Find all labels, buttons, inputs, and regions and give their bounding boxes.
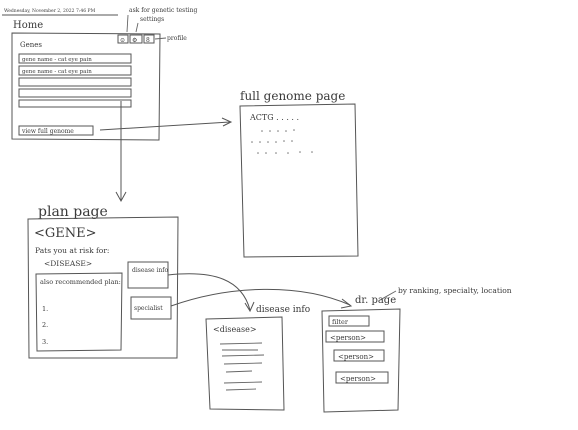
arrow-home-to-genome-head <box>221 117 233 127</box>
header-time: 7:46 PM <box>76 8 96 14</box>
genome-first-line: ACTG . . . . . <box>249 113 299 122</box>
disease-info-title: disease info <box>256 305 310 315</box>
arrow-home-to-plan-head <box>115 191 127 203</box>
gene-row-2-text: gene name - cat eye pain <box>22 69 92 75</box>
home-frame <box>11 32 161 141</box>
arrow-to-dr-page <box>170 288 351 307</box>
genome-title: full genome page <box>240 89 345 103</box>
settings-icon-glyph: ⚙ <box>132 37 137 44</box>
dr-person-1[interactable] <box>325 330 385 343</box>
dr-page-frame <box>321 308 401 413</box>
profile-label: profile <box>167 35 187 42</box>
dr-person-2-label: <person> <box>338 353 374 361</box>
plan-disease: <DISEASE> <box>44 259 92 268</box>
view-genome-button[interactable] <box>18 125 94 136</box>
dr-person-3[interactable] <box>335 371 389 384</box>
arrow-home-to-genome <box>99 121 231 131</box>
disease-info-button-label: disease info <box>132 267 169 274</box>
disease-info-button[interactable] <box>127 261 169 289</box>
gene-row-4[interactable] <box>18 88 132 98</box>
dr-person-3-label: <person> <box>340 375 376 383</box>
genome-frame <box>239 103 359 258</box>
plan-gene: <GENE> <box>34 226 97 241</box>
settings-icon[interactable] <box>129 34 143 44</box>
dr-filter-button[interactable] <box>328 315 370 327</box>
note-pointer-settings <box>135 22 139 33</box>
gene-row-1[interactable] <box>18 53 132 64</box>
plan-title: plan page <box>38 204 108 220</box>
arrow-to-disease-info-head <box>244 301 255 313</box>
plan-action-3: 3. <box>42 338 48 346</box>
view-genome-button-label: view full genome <box>21 128 74 135</box>
plan-frame <box>27 216 179 359</box>
note-pointer-genetic <box>126 14 129 33</box>
dr-person-2[interactable] <box>333 349 385 362</box>
arrow-to-dr-page-head <box>340 298 353 309</box>
home-title: Home <box>13 20 43 31</box>
genetic-test-icon[interactable] <box>117 34 129 44</box>
home-note-settings: settings <box>140 16 164 23</box>
genome-dots <box>251 129 313 154</box>
arrow-to-disease-info <box>167 273 251 311</box>
gene-row-5[interactable] <box>18 99 132 108</box>
disease-info-lines <box>219 342 265 391</box>
plan-action-1: 1. <box>42 305 48 313</box>
disease-info-frame <box>205 316 285 411</box>
home-note-genetic: ask for genetic testing <box>129 7 197 14</box>
plan-actions-title: also recommended plan: <box>40 278 121 286</box>
dr-page-annotation: by ranking, specialty, location <box>398 286 512 295</box>
plan-risk-text: Pats you at risk for: <box>35 246 109 255</box>
gene-row-1-text: gene name - cat eye pain <box>22 57 92 63</box>
profile-icon-glyph: 8 <box>146 37 150 44</box>
disease-info-heading: <disease> <box>213 325 257 334</box>
specialist-button[interactable] <box>130 296 172 320</box>
specialist-button-label: specialist <box>134 305 163 312</box>
gene-row-3[interactable] <box>18 77 132 87</box>
profile-pointer <box>154 37 167 40</box>
dr-person-1-label: <person> <box>330 334 366 342</box>
plan-action-2: 2. <box>42 321 48 329</box>
genetic-test-icon-glyph: ⊙ <box>120 37 125 44</box>
dr-page-title: dr. page <box>355 295 396 306</box>
dr-filter-label: filter <box>332 318 349 326</box>
profile-icon[interactable] <box>143 34 155 44</box>
dr-page-annotation-pointer <box>379 290 397 301</box>
gene-row-2[interactable] <box>18 65 132 76</box>
home-icon-bar: ⊙ ⚙ 8 <box>117 34 155 44</box>
home-section-label: Genes <box>20 41 42 49</box>
header-date: Wednesday, November 2, 2022 <box>4 8 75 14</box>
plan-actions-box <box>35 272 123 352</box>
